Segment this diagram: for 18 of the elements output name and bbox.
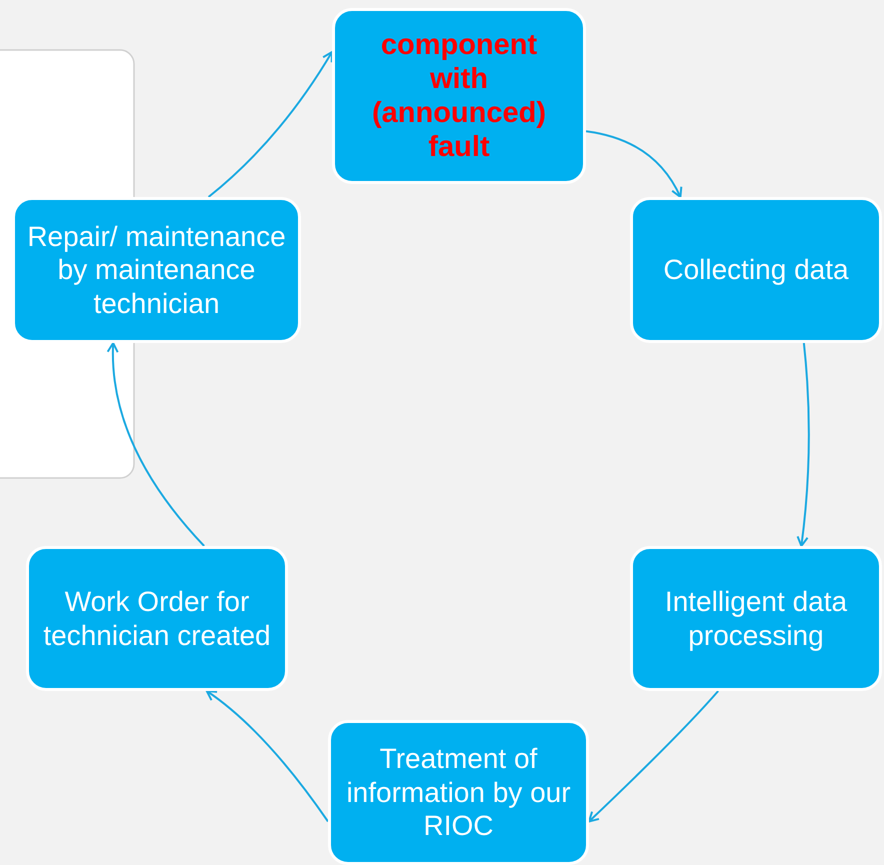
arrow [796, 342, 810, 547]
arrow [588, 690, 719, 822]
box-label: Treatment of information by our RIOC [345, 742, 572, 843]
process-box [328, 720, 589, 865]
arrow [107, 342, 205, 547]
arrow [208, 51, 333, 198]
box-label: Intelligent data processing [664, 584, 848, 652]
process-box [26, 546, 288, 691]
arrow [206, 690, 329, 822]
process-box [12, 197, 301, 343]
box-label: Repair/ maintenance by maintenance technician [26, 220, 287, 320]
box-label: component with (announced) fault [371, 28, 547, 164]
process-box [332, 8, 586, 184]
box-label: Collecting data [662, 253, 850, 287]
process-box [630, 197, 882, 343]
process-box [630, 546, 882, 691]
box-label: Work Order for technician created [42, 584, 272, 652]
arrow [586, 130, 682, 198]
